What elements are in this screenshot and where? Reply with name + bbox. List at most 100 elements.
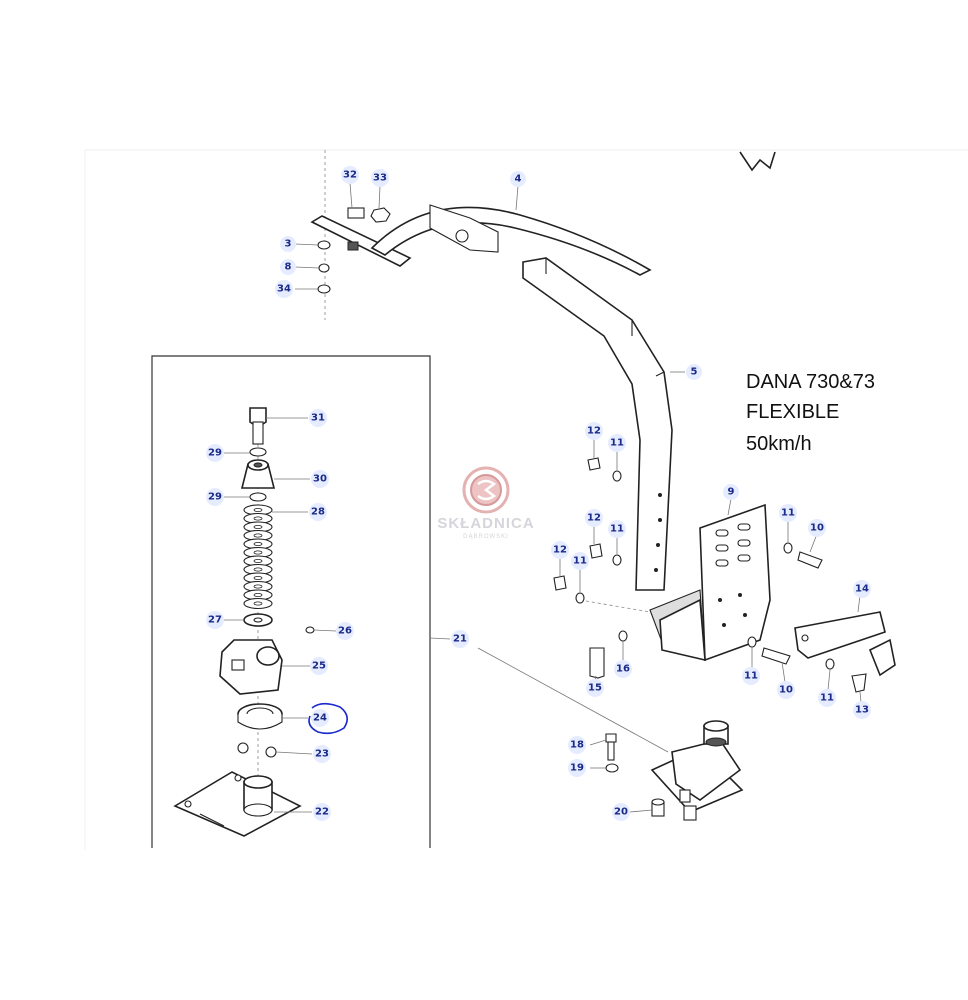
svg-text:4: 4	[515, 174, 522, 185]
svg-text:22: 22	[315, 807, 329, 818]
callout-10-b[interactable]: 10	[777, 681, 795, 699]
spring-disc-hole	[253, 567, 263, 572]
svg-text:12: 12	[587, 426, 601, 437]
top-arm-assembly	[310, 150, 776, 320]
callout-11-b[interactable]: 11	[608, 520, 626, 538]
svg-text:23: 23	[315, 749, 329, 760]
svg-text:10: 10	[810, 523, 824, 534]
callout-29-top[interactable]: 29	[206, 444, 224, 462]
callout-8[interactable]: 8	[280, 259, 296, 275]
svg-text:18: 18	[570, 740, 584, 751]
callout-31[interactable]: 31	[309, 409, 327, 427]
svg-text:30: 30	[313, 474, 327, 485]
side-arm	[794, 611, 896, 677]
svg-text:25: 25	[312, 661, 326, 672]
svg-text:12: 12	[587, 513, 601, 524]
svg-text:29: 29	[208, 492, 222, 503]
watermark: SKŁADNICA DĄBROWSKI	[437, 466, 534, 540]
detail-box	[151, 355, 431, 848]
svg-text:11: 11	[610, 524, 624, 535]
callout-12-c[interactable]: 12	[551, 541, 569, 559]
callout-3[interactable]: 3	[280, 236, 296, 252]
svg-text:14: 14	[855, 584, 869, 595]
callout-33[interactable]: 33	[371, 169, 389, 187]
callout-11-d[interactable]: 11	[779, 504, 797, 522]
spring-disc-hole	[253, 525, 263, 530]
callouts: 32 33 4 3 8 34 5 31 29 30 29 28 27 26 25…	[206, 166, 871, 821]
spring-disc-hole	[253, 584, 263, 589]
callout-20[interactable]: 20	[612, 803, 630, 821]
callout-25[interactable]: 25	[310, 657, 328, 675]
svg-text:11: 11	[573, 556, 587, 567]
callout-11-a[interactable]: 11	[608, 434, 626, 452]
callout-34[interactable]: 34	[275, 280, 293, 298]
watermark-sub: DĄBROWSKI	[463, 534, 509, 540]
svg-text:24: 24	[313, 713, 327, 724]
spring-disc-hole	[253, 516, 263, 521]
title-line-2: FLEXIBLE	[746, 401, 839, 423]
svg-text:12: 12	[553, 545, 567, 556]
callout-5[interactable]: 5	[686, 364, 702, 380]
callout-21[interactable]: 21	[451, 630, 469, 648]
callout-19[interactable]: 19	[568, 759, 586, 777]
callout-14[interactable]: 14	[853, 580, 871, 598]
spring-disc-hole	[253, 593, 263, 598]
bracket-hardware	[553, 457, 867, 693]
svg-text:28: 28	[311, 507, 325, 518]
callout-16[interactable]: 16	[614, 660, 632, 678]
spring-disc-hole	[253, 542, 263, 547]
svg-text:13: 13	[855, 705, 869, 716]
callout-26[interactable]: 26	[336, 622, 354, 640]
svg-text:34: 34	[277, 284, 291, 295]
mount-assembly	[477, 647, 744, 821]
spring-disc-hole	[253, 559, 263, 564]
svg-text:8: 8	[285, 262, 292, 273]
callout-24[interactable]: 24	[311, 709, 329, 727]
callout-27[interactable]: 27	[206, 611, 224, 629]
callout-10-a[interactable]: 10	[808, 519, 826, 537]
svg-text:11: 11	[744, 671, 758, 682]
callout-11-e[interactable]: 11	[742, 667, 760, 685]
svg-text:9: 9	[728, 487, 735, 498]
svg-text:16: 16	[616, 664, 630, 675]
spring-disc-hole	[253, 601, 263, 606]
mounting-bracket	[579, 503, 771, 662]
title-line-3: 50km/h	[746, 433, 812, 455]
svg-text:20: 20	[614, 807, 628, 818]
callout-28[interactable]: 28	[309, 503, 327, 521]
callout-29-lower[interactable]: 29	[206, 488, 224, 506]
watermark-name: SKŁADNICA	[437, 515, 534, 532]
svg-text:15: 15	[588, 683, 602, 694]
spring-disc-hole	[253, 533, 263, 538]
svg-text:32: 32	[343, 170, 357, 181]
callout-11-c[interactable]: 11	[571, 552, 589, 570]
callout-11-f[interactable]: 11	[818, 689, 836, 707]
svg-text:5: 5	[691, 367, 698, 378]
highlight-ring	[308, 702, 348, 735]
callout-23[interactable]: 23	[313, 745, 331, 763]
svg-text:10: 10	[779, 685, 793, 696]
spring-disc-hole	[253, 576, 263, 581]
svg-text:11: 11	[781, 508, 795, 519]
svg-text:11: 11	[610, 438, 624, 449]
callout-22[interactable]: 22	[313, 803, 331, 821]
callout-32[interactable]: 32	[341, 166, 359, 184]
svg-text:21: 21	[453, 634, 467, 645]
svg-text:26: 26	[338, 626, 352, 637]
callout-15[interactable]: 15	[586, 679, 604, 697]
callout-9[interactable]: 9	[723, 484, 739, 500]
callout-30[interactable]: 30	[311, 470, 329, 488]
svg-text:33: 33	[373, 173, 387, 184]
svg-text:19: 19	[570, 763, 584, 774]
callout-12-b[interactable]: 12	[585, 509, 603, 527]
watermark-logo-icon	[462, 466, 510, 514]
callout-4[interactable]: 4	[510, 171, 526, 187]
callout-13[interactable]: 13	[853, 701, 871, 719]
title-line-1: DANA 730&73	[746, 371, 875, 393]
callout-12-a[interactable]: 12	[585, 422, 603, 440]
spring-disc-hole	[253, 550, 263, 555]
svg-text:3: 3	[285, 239, 292, 250]
callout-18[interactable]: 18	[568, 736, 586, 754]
svg-text:29: 29	[208, 448, 222, 459]
